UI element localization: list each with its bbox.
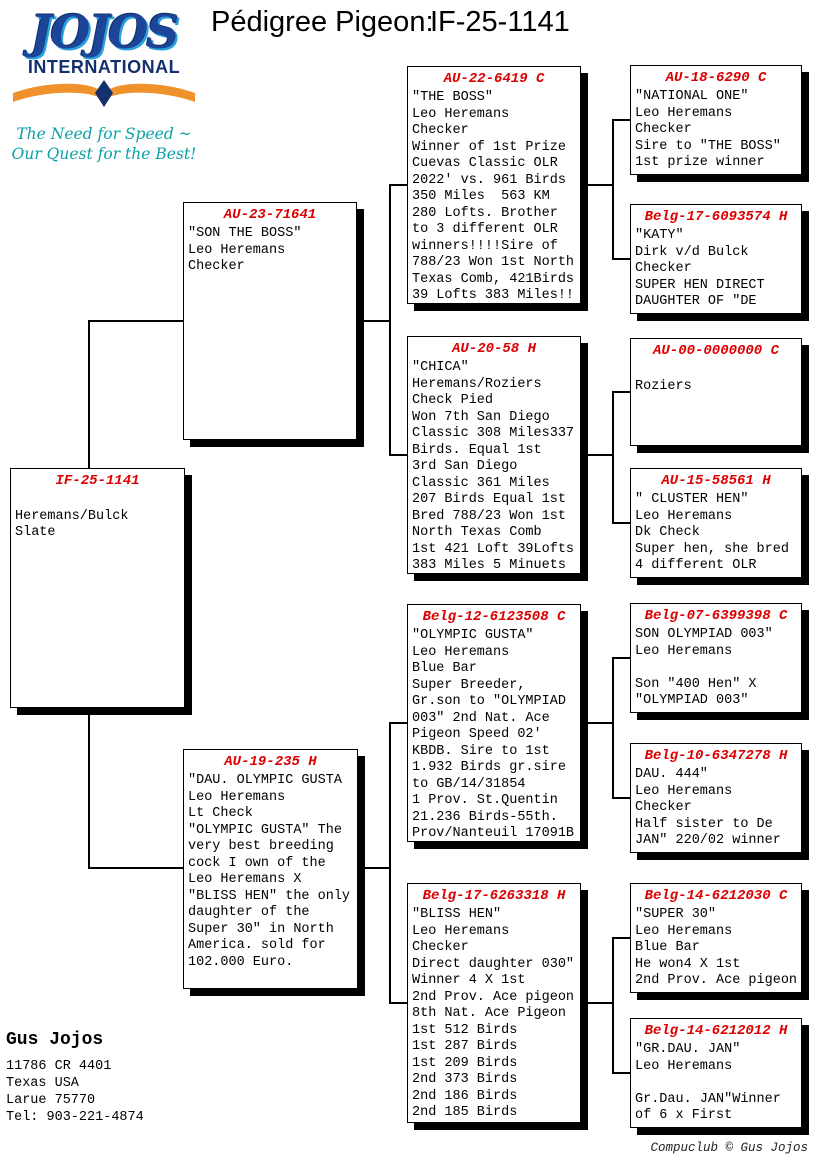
pigeon-details: "BLISS HEN" Leo Heremans Checker Direct …	[412, 907, 575, 1120]
pedigree-box-ggp-5: Belg-07-6399398 C SON OLYMPIAD 003" Leo …	[630, 603, 802, 713]
pedigree-box-subject: IF-25-1141 Heremans/Bulck Slate	[10, 468, 185, 708]
pedigree-box-sire: AU-23-71641 "SON THE BOSS" Leo Heremans …	[183, 202, 357, 440]
connector-line	[88, 321, 90, 468]
pigeon-details: "GR.DAU. JAN" Leo Heremans Gr.Dau. JAN"W…	[635, 1042, 781, 1123]
connector-line	[389, 184, 391, 456]
pedigree-box-ggp-4: AU-15-58561 H " CLUSTER HEN" Leo Hereman…	[630, 468, 802, 578]
band-number: Belg-10-6347278 H	[644, 748, 788, 764]
pedigree-box-granddam-1: AU-20-58 H "CHICA" Heremans/Roziers Chec…	[407, 336, 581, 574]
pedigree-box-grandsire-1: AU-22-6419 C "THE BOSS" Leo Heremans Che…	[407, 66, 581, 304]
connector-line	[581, 454, 614, 456]
pedigree-box-ggp-3: AU-00-0000000 C Roziers	[630, 338, 802, 446]
connector-line	[88, 708, 90, 869]
software-credit: Compuclub © Gus Jojos	[650, 1141, 808, 1155]
band-number: AU-18-6290 C	[665, 70, 767, 86]
band-number: IF-25-1141	[55, 473, 140, 489]
pigeon-details: "SUPER 30" Leo Heremans Blue Bar He won4…	[635, 907, 798, 988]
pigeon-details: " CLUSTER HEN" Leo Heremans Dk Check Sup…	[635, 492, 789, 573]
owner-address-line: Larue 75770	[6, 1093, 96, 1108]
connector-line	[581, 722, 614, 724]
connector-line	[612, 1072, 631, 1074]
connector-line	[358, 867, 391, 869]
pedigree-box-ggp-8: Belg-14-6212012 H "GR.DAU. JAN" Leo Here…	[630, 1018, 802, 1128]
pigeon-details: SON OLYMPIAD 003" Leo Heremans Son "400 …	[635, 627, 773, 708]
connector-line	[612, 522, 631, 524]
pigeon-details: "SON THE BOSS" Leo Heremans Checker	[188, 226, 302, 274]
connector-line	[612, 258, 631, 260]
pigeon-details: Roziers	[635, 378, 692, 394]
owner-name: Gus Jojos	[6, 1030, 104, 1050]
connector-line	[389, 454, 408, 456]
band-number: Belg-07-6399398 C	[644, 608, 788, 624]
connector-line	[612, 657, 631, 659]
page-title: Pédigree Pigeon:	[211, 6, 434, 38]
connector-line	[357, 320, 391, 322]
logo-tagline-1: The Need for Speed ~	[16, 125, 192, 144]
connector-line	[389, 722, 408, 724]
connector-line	[389, 722, 391, 1004]
pedigree-box-ggp-6: Belg-10-6347278 H DAU. 444" Leo Heremans…	[630, 743, 802, 853]
logo-swoosh-icon	[13, 80, 195, 108]
band-number: AU-15-58561 H	[661, 473, 771, 489]
logo: JOJOS INTERNATIONAL The Need for Speed ~…	[8, 8, 200, 164]
pedigree-box-ggp-7: Belg-14-6212030 C "SUPER 30" Leo Hereman…	[630, 883, 802, 993]
connector-line	[581, 184, 614, 186]
band-number: Belg-17-6093574 H	[644, 209, 788, 225]
owner-address-line: 11786 CR 4401	[6, 1059, 112, 1074]
pedigree-box-dam: AU-19-235 H "DAU. OLYMPIC GUSTA Leo Here…	[183, 749, 358, 989]
pigeon-details: DAU. 444" Leo Heremans Checker Half sist…	[635, 767, 781, 848]
connector-line	[612, 797, 631, 799]
connector-line	[88, 867, 183, 869]
connector-line	[612, 119, 614, 260]
connector-line	[612, 391, 614, 524]
connector-line	[581, 1002, 614, 1004]
band-number: AU-20-58 H	[451, 341, 536, 357]
pigeon-details: Heremans/Bulck Slate	[15, 508, 129, 541]
pedigree-box-ggp-1: AU-18-6290 C "NATIONAL ONE" Leo Heremans…	[630, 65, 802, 175]
connector-line	[612, 657, 614, 799]
logo-tagline-2: Our Quest for the Best!	[11, 144, 197, 163]
owner-address-line: Texas USA	[6, 1076, 79, 1091]
band-number: Belg-17-6263318 H	[422, 888, 566, 904]
band-number: AU-23-71641	[223, 207, 317, 223]
connector-line	[88, 320, 183, 322]
connector-line	[389, 184, 408, 186]
logo-subtitle: INTERNATIONAL	[27, 57, 181, 78]
pigeon-details: "DAU. OLYMPIC GUSTA Leo Heremans Lt Chec…	[188, 773, 351, 970]
pigeon-details: "KATY" Dirk v/d Bulck Checker SUPER HEN …	[635, 228, 765, 309]
connector-line	[612, 937, 631, 939]
logo-wordmark: JOJOS	[30, 5, 180, 59]
pigeon-details: "CHICA" Heremans/Roziers Check Pied Won …	[412, 360, 575, 573]
band-number: AU-00-0000000 C	[652, 343, 780, 359]
pigeon-details: "OLYMPIC GUSTA" Leo Heremans Blue Bar Su…	[412, 628, 575, 841]
pedigree-box-granddam-2: Belg-17-6263318 H "BLISS HEN" Leo Herema…	[407, 883, 581, 1123]
connector-line	[612, 119, 631, 121]
band-number: Belg-12-6123508 C	[422, 609, 566, 625]
pedigree-box-ggp-2: Belg-17-6093574 H "KATY" Dirk v/d Bulck …	[630, 204, 802, 314]
connector-line	[612, 937, 614, 1074]
owner-phone: Tel: 903-221-4874	[6, 1110, 144, 1125]
band-number: AU-22-6419 C	[443, 71, 545, 87]
band-number: Belg-14-6212030 C	[644, 888, 788, 904]
pigeon-details: "NATIONAL ONE" Leo Heremans Checker Sire…	[635, 89, 781, 170]
band-number: Belg-14-6212012 H	[644, 1023, 788, 1039]
connector-line	[389, 1002, 408, 1004]
page-title-band-number: IF-25-1141	[430, 6, 570, 38]
connector-line	[612, 391, 631, 393]
pigeon-details: "THE BOSS" Leo Heremans Checker Winner o…	[412, 90, 575, 303]
pedigree-box-grandsire-2: Belg-12-6123508 C "OLYMPIC GUSTA" Leo He…	[407, 604, 581, 842]
band-number: AU-19-235 H	[224, 754, 317, 770]
